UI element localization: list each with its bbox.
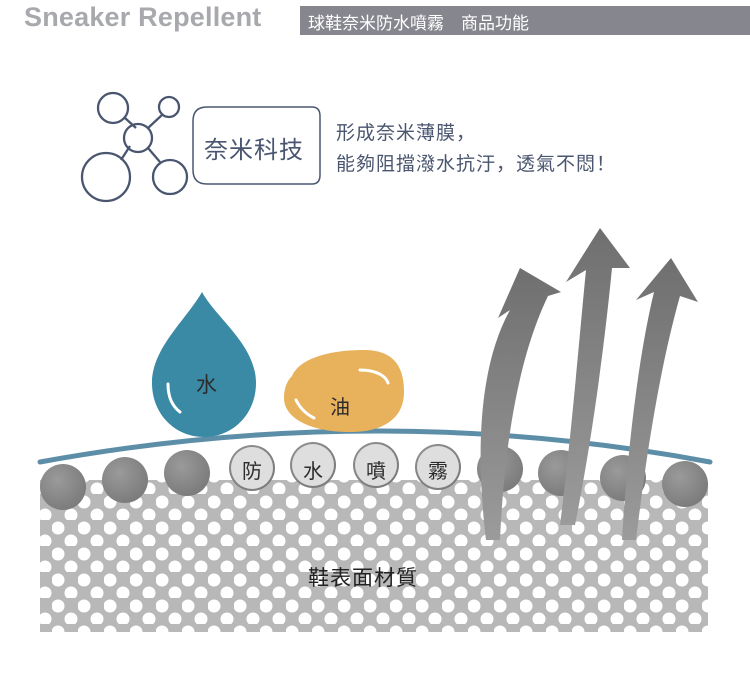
shoe-surface-material — [40, 480, 708, 632]
breathable-arrows-icon — [480, 228, 698, 540]
header-subtitle: 球鞋奈米防水噴霧 商品功能 — [308, 14, 529, 34]
description-line: 能夠阻擋潑水抗汙，透氣不悶！ — [336, 153, 617, 175]
tech-label-frame — [192, 106, 312, 185]
film-label-char: 噴 — [366, 459, 386, 483]
header-bar — [300, 6, 750, 35]
water-label: 水 — [196, 373, 217, 397]
nano-technology-label: 奈米科技 — [204, 136, 304, 164]
tech-label-bracket — [311, 106, 321, 185]
description-line: 形成奈米薄膜， — [336, 122, 477, 144]
nano-molecule-icon — [80, 91, 189, 203]
coating-molecules — [40, 442, 708, 510]
brand-title: Sneaker Repellent — [24, 2, 262, 32]
film-label-char: 霧 — [428, 459, 448, 483]
protective-film-line — [37, 428, 713, 465]
film-label-char: 水 — [303, 459, 323, 483]
technology-description: 形成奈米薄膜， 能夠阻擋潑水抗汙，透氣不悶！ — [336, 118, 616, 180]
oil-label: 油 — [330, 395, 350, 419]
oil-drop — [284, 350, 404, 432]
water-droplet — [152, 292, 256, 437]
film-label-char: 防 — [242, 459, 262, 483]
shoe-surface-label: 鞋表面材質 — [308, 566, 418, 590]
